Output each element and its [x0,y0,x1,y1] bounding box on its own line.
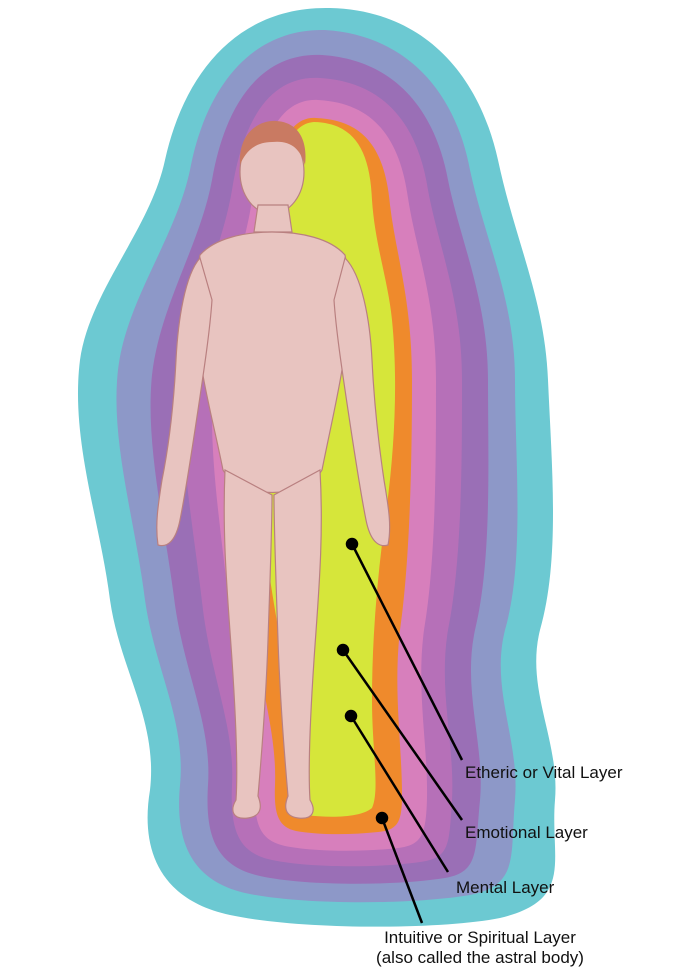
leader-dot-intuitive [377,813,387,823]
label-mental-layer: Mental Layer [456,878,554,898]
label-emotional-layer: Emotional Layer [465,823,588,843]
label-intuitive-line1: Intuitive or Spiritual Layer [330,928,630,948]
neck [254,205,292,232]
label-intuitive-line2: (also called the astral body) [330,948,630,968]
leader-dot-mental [346,711,356,721]
leader-dot-emotional [338,645,348,655]
label-etheric-layer: Etheric or Vital Layer [465,763,622,783]
leader-dot-etheric [347,539,357,549]
label-intuitive-layer: Intuitive or Spiritual Layer (also calle… [330,928,630,968]
